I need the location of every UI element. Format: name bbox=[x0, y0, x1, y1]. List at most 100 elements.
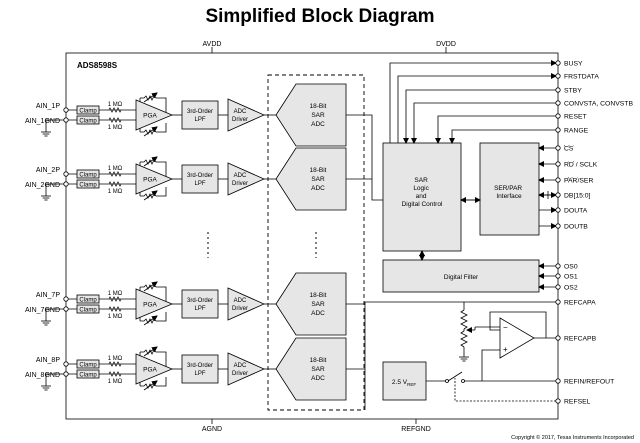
avdd-label: AVDD bbox=[203, 41, 222, 48]
ain-p-pin bbox=[63, 171, 69, 177]
adc-label-2: SAR bbox=[311, 112, 325, 119]
reset-pin bbox=[555, 113, 561, 119]
adc-label-2: SAR bbox=[311, 301, 325, 308]
pga-amplifier bbox=[135, 353, 174, 385]
pga-label: PGA bbox=[143, 177, 157, 184]
vref-block bbox=[382, 361, 427, 401]
convst-label: CONVSTA, CONVSTB bbox=[564, 101, 633, 108]
adc-driver bbox=[227, 287, 265, 321]
rd-overbar: RD bbox=[564, 162, 574, 169]
clamp-p bbox=[76, 294, 100, 304]
pga-feedback-bottom bbox=[140, 123, 167, 135]
ser-text: /SER bbox=[577, 178, 593, 185]
ground-symbol bbox=[40, 189, 52, 201]
os2-label: OS2 bbox=[564, 285, 578, 292]
adc-label-3: ADC bbox=[311, 121, 325, 128]
convst-pin bbox=[555, 100, 561, 106]
resistor-n bbox=[108, 371, 122, 377]
stby-label: STBY bbox=[564, 88, 582, 95]
clamp-n-label: Clamp bbox=[79, 308, 97, 314]
refcapa-label: REFCAPA bbox=[564, 300, 596, 307]
ain-gnd-label: AIN_8GND bbox=[25, 372, 60, 379]
range-pin bbox=[555, 127, 561, 133]
clamp-p-label: Clamp bbox=[79, 363, 97, 369]
pga-amplifier bbox=[135, 288, 174, 320]
cs-label: CS bbox=[564, 146, 574, 153]
adc-label-3: ADC bbox=[311, 185, 325, 192]
lpf-block bbox=[181, 164, 219, 194]
par-label: PAR/SER bbox=[564, 178, 593, 185]
lpf-block bbox=[181, 100, 219, 130]
resistor-n bbox=[108, 117, 122, 123]
adc-label-1: 18-Bit bbox=[310, 167, 327, 174]
resistor-n bbox=[108, 181, 122, 187]
clamp-p bbox=[76, 169, 100, 179]
ground-symbol bbox=[40, 314, 52, 326]
driver-label-2: Driver bbox=[232, 306, 248, 312]
ain-gnd-pin bbox=[63, 306, 69, 312]
ref-buffer-amp bbox=[499, 317, 535, 359]
frstdata-label: FRSTDATA bbox=[564, 74, 599, 81]
clamp-n-label: Clamp bbox=[79, 119, 97, 125]
rd-label: RD / SCLK bbox=[564, 162, 598, 169]
resistor-p bbox=[108, 296, 122, 302]
ain-gnd-pin bbox=[63, 181, 69, 187]
ser-par-interface-block bbox=[479, 142, 540, 236]
clamp-n-label: Clamp bbox=[79, 373, 97, 379]
res-n-label: 1 MΩ bbox=[108, 189, 123, 195]
ground-symbol bbox=[40, 379, 52, 391]
clamp-n bbox=[76, 115, 100, 125]
refcapb-pin bbox=[555, 335, 561, 341]
pga-feedback-bottom bbox=[140, 312, 167, 324]
resistor-p bbox=[108, 107, 122, 113]
adc-driver bbox=[227, 162, 265, 196]
lpf-label-1: 3rd-Order bbox=[187, 363, 213, 369]
refin-label: REFIN/REFOUT bbox=[564, 379, 614, 386]
adc-label-2: SAR bbox=[311, 176, 325, 183]
lpf-label-2: LPF bbox=[194, 371, 205, 377]
sar-logic-block bbox=[382, 142, 462, 252]
clamp-n bbox=[76, 369, 100, 379]
ain-gnd-label: AIN_1GND bbox=[25, 118, 60, 125]
adc-label-2: SAR bbox=[311, 366, 325, 373]
ain-gnd-pin bbox=[63, 117, 69, 123]
os1-label: OS1 bbox=[564, 274, 578, 281]
par-overbar: PAR bbox=[564, 178, 578, 185]
vref-label: 2.5 VREF bbox=[392, 379, 416, 387]
ain-p-label: AIN_7P bbox=[36, 292, 60, 299]
stby-pin bbox=[555, 87, 561, 93]
refsel-label: REFSEL bbox=[564, 399, 591, 406]
ain-p-pin bbox=[63, 107, 69, 113]
pga-label: PGA bbox=[143, 367, 157, 374]
ain-p-label: AIN_8P bbox=[36, 357, 60, 364]
ain-p-pin bbox=[63, 361, 69, 367]
lpf-label-1: 3rd-Order bbox=[187, 173, 213, 179]
driver-label-1: ADC bbox=[234, 109, 247, 115]
ground-symbol bbox=[40, 125, 52, 137]
reference-section: − + 2.5 VREF bbox=[364, 301, 556, 410]
resistor-p bbox=[108, 361, 122, 367]
adc-label-1: 18-Bit bbox=[310, 357, 327, 364]
lpf-label-2: LPF bbox=[194, 117, 205, 123]
par-pin bbox=[555, 177, 561, 183]
resistor-p bbox=[108, 171, 122, 177]
refin-pin bbox=[555, 378, 561, 384]
res-p-label: 1 MΩ bbox=[108, 102, 123, 108]
driver-label-2: Driver bbox=[232, 117, 248, 123]
pga-feedback-top bbox=[140, 159, 167, 179]
os0-label: OS0 bbox=[564, 264, 578, 271]
pga-amplifier bbox=[135, 163, 174, 195]
pga-label: PGA bbox=[143, 302, 157, 309]
ain-gnd-label: AIN_2GND bbox=[25, 182, 60, 189]
db-label: DB[15:0] bbox=[564, 193, 591, 200]
resistor-n bbox=[108, 306, 122, 312]
clamp-p-label: Clamp bbox=[79, 298, 97, 304]
res-p-label: 1 MΩ bbox=[108, 166, 123, 172]
adc-driver bbox=[227, 352, 265, 386]
adc-bus bbox=[346, 114, 383, 201]
driver-label-2: Driver bbox=[232, 371, 248, 377]
refcapa-pin bbox=[555, 299, 561, 305]
pga-feedback-top bbox=[140, 95, 167, 115]
